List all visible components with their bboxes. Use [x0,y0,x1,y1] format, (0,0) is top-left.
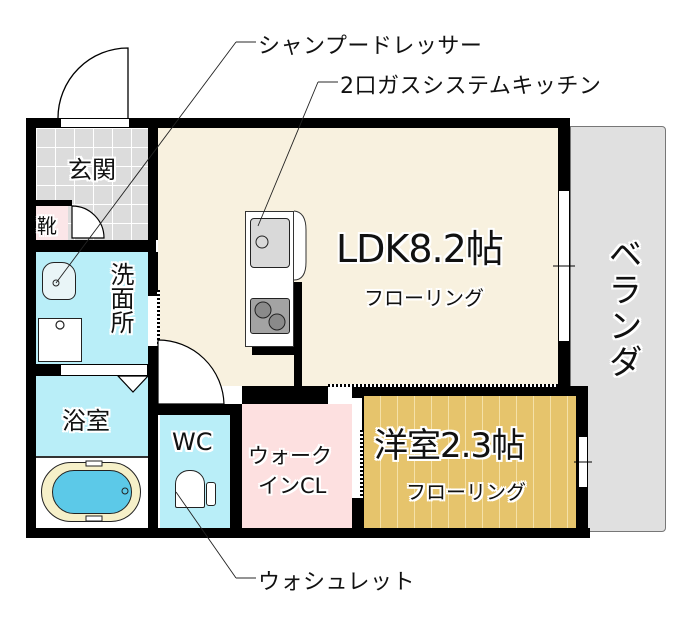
wall-south [26,528,590,538]
shoe-cabinet-label: 靴 [37,214,57,238]
wall-shoe [36,200,72,206]
closet-label-line2: インCL [258,474,327,498]
closet-floor [242,404,352,528]
sliding-door-closet[interactable] [360,430,363,500]
toilet-label: WC [172,428,213,456]
wall-ldk-south [242,386,328,404]
callout-washlet: ウォシュレット [258,570,416,595]
wall-entrance-ldk [148,128,158,240]
sliding-door-washroom[interactable] [157,290,160,348]
entrance-door-icon [57,47,129,119]
washroom-label: 洗面所 [106,262,134,334]
western-room-floor [364,396,576,528]
wall-entrance-washroom [36,240,156,252]
callout-shampoo-dresser: シャンプードレッサー [258,34,483,59]
western-floor-label: フローリング [406,480,526,504]
entrance-label: 玄関 [68,156,116,184]
toilet-tank [206,482,216,506]
callout-kitchen: 2口ガスシステムキッチン [340,74,602,99]
ldk-floor-label: フローリング [364,286,484,310]
kitchen-sink [250,218,290,268]
wall-western-north [364,386,588,396]
wall-wc-east [230,404,242,528]
toilet-bowl [175,470,205,508]
western-room-label: 洋室2.3帖 [374,426,525,466]
wc-door-icon [157,339,225,405]
washing-machine-pan [38,318,82,362]
bath-door-icon [116,375,150,393]
washbasin [42,262,76,300]
sliding-door-ldk-western[interactable] [328,384,558,387]
wall-washroom-east [148,252,158,528]
ldk-floor [158,128,558,386]
closet-door-opening [352,398,362,498]
wall-wc-north [158,404,242,415]
shoe-cabinet-floor [36,206,68,240]
entrance-door-opening [60,118,130,128]
wall-kitchen-back [294,282,302,386]
bathroom-floor [36,376,148,456]
bath-door-opening [60,364,148,376]
bathroom-label: 浴室 [62,407,110,435]
gas-stove [250,298,290,334]
closet-label-line1: ウォーク [248,444,332,468]
veranda-label: ベランダ [602,236,642,380]
wall-washroom-bath [36,364,60,376]
wall-kitchen-base [252,347,302,355]
bathtub-basin [52,470,132,514]
washroom-door-opening [148,296,158,346]
wall-north-left [26,118,60,128]
wall-north-right [130,118,570,128]
shoe-door-icon [71,205,105,239]
ldk-label: LDK8.2帖 [336,227,504,271]
wall-bath-tub [36,456,148,458]
wall-west [26,118,36,538]
